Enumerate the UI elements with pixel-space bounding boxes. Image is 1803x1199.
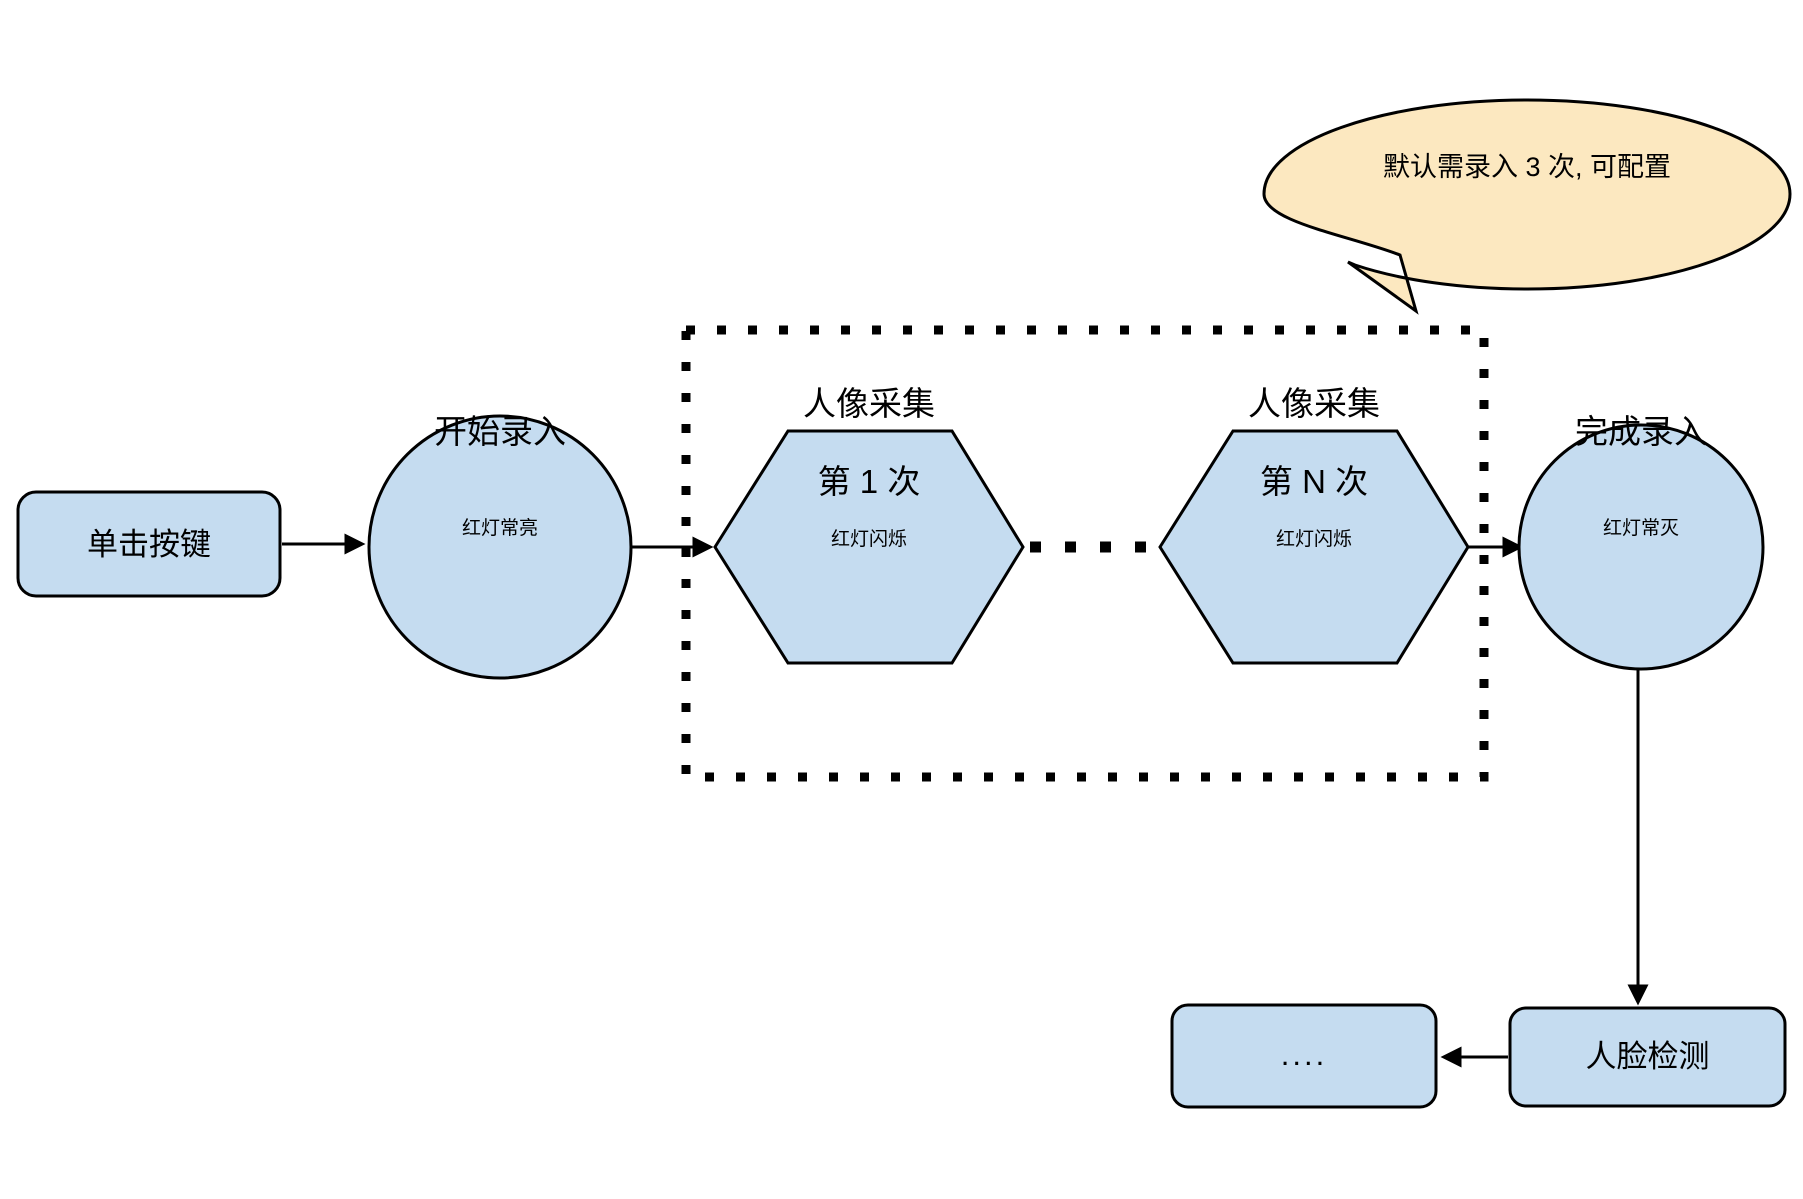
- node-finish-enroll[interactable]: [1517, 423, 1765, 671]
- callout-bubble[interactable]: [1262, 98, 1792, 315]
- node-start-enroll[interactable]: [367, 414, 633, 680]
- node-more-steps[interactable]: [1170, 1003, 1438, 1109]
- node-capture-nth[interactable]: [1158, 429, 1470, 665]
- node-capture-first[interactable]: [713, 429, 1025, 665]
- node-press-key[interactable]: [16, 490, 282, 598]
- node-face-detect[interactable]: [1508, 1006, 1787, 1108]
- capture-loop-region: [681, 325, 1489, 782]
